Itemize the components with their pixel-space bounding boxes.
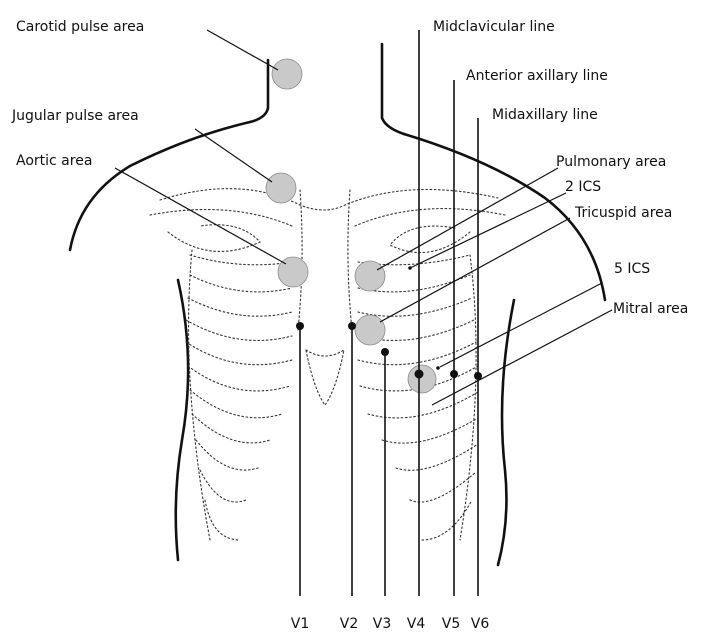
label-carotid-pulse-area: Carotid pulse area — [16, 19, 144, 35]
pulmonary-area — [355, 261, 385, 291]
label-mitral-area: Mitral area — [613, 301, 688, 317]
lead-label-v5: V5 — [442, 616, 460, 632]
lead-label-v6: V6 — [471, 616, 490, 632]
lead-labels: V1 V2 V3 V4 V5 V6 — [291, 616, 490, 632]
lead-label-v1: V1 — [291, 616, 309, 632]
pulmonary-point — [408, 266, 412, 270]
v1-dot — [296, 322, 304, 330]
label-tricuspid-area: Tricuspid area — [574, 205, 672, 221]
label-2-ics: 2 ICS — [565, 179, 601, 195]
ribcage — [150, 189, 505, 540]
torso-right-side — [498, 300, 514, 565]
labels: Carotid pulse area Jugular pulse area Ao… — [11, 19, 688, 317]
label-aortic-area: Aortic area — [16, 153, 92, 169]
lead-lines — [300, 30, 478, 596]
lead-label-v3: V3 — [373, 616, 391, 632]
v5-dot — [450, 370, 458, 378]
torso-left-side — [176, 280, 188, 560]
label-pulmonary-area: Pulmonary area — [556, 154, 666, 170]
lead-label-v2: V2 — [340, 616, 358, 632]
leader-lines — [115, 30, 612, 405]
tricuspid-area — [355, 315, 385, 345]
carotid-pulse-area — [272, 59, 302, 89]
v6-dot — [474, 372, 482, 380]
label-midclavicular-line: Midclavicular line — [433, 19, 555, 35]
neck-right — [382, 44, 404, 134]
label-5-ics: 5 ICS — [614, 261, 650, 277]
lead-label-v4: V4 — [407, 616, 426, 632]
v2-dot — [348, 322, 356, 330]
mitral-point — [436, 366, 440, 370]
v4-dot — [415, 370, 424, 379]
label-jugular-pulse-area: Jugular pulse area — [11, 108, 139, 124]
neck-left — [250, 60, 268, 122]
label-midaxillary-line: Midaxillary line — [492, 107, 598, 123]
shoulder-left — [70, 122, 250, 250]
mitral-area — [408, 365, 436, 393]
v3-dot — [381, 348, 389, 356]
jugular-pulse-area — [266, 173, 296, 203]
label-anterior-axillary-line: Anterior axillary line — [466, 68, 608, 84]
